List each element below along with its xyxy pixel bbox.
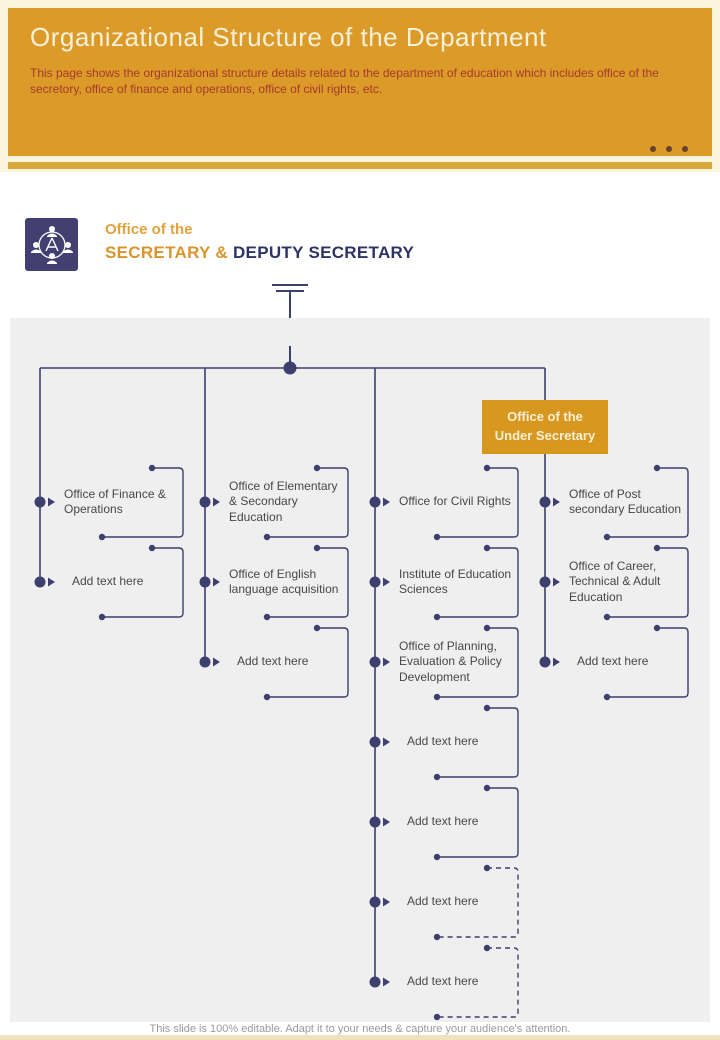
org-item-label: Add text here [72, 574, 144, 589]
bottom-accent-strip [0, 1035, 720, 1040]
top-connector-line [289, 292, 291, 319]
org-people-icon [25, 218, 78, 271]
dot-icon [682, 146, 688, 152]
deputy-secretary-label: DEPUTY SECRETARY [232, 243, 415, 262]
org-item-label: Add text here [407, 894, 479, 909]
org-chart-connectors [34, 346, 689, 1021]
secretary-heading-line2: SECRETARY & DEPUTY SECRETARY [105, 243, 414, 263]
dot-icon [650, 146, 656, 152]
secretary-heading-line1: Office of the [105, 221, 193, 238]
under-secretary-line2: Under Secretary [494, 428, 596, 443]
footer-note: This slide is 100% editable. Adapt it to… [149, 1023, 571, 1035]
under-secretary-line1: Office of the [507, 409, 583, 425]
org-item-label: Add text here [407, 974, 479, 989]
header-band: Organizational Structure of the Departme… [8, 8, 712, 156]
org-item-label: Office of Elementary & Secondary Educati… [229, 478, 338, 524]
page-subtitle: This page shows the organizational struc… [30, 66, 659, 96]
under-secretary-box: Office of the Under Secretary [482, 400, 608, 454]
org-item-label: Office of Planning, Evaluation & Policy … [399, 638, 502, 684]
gold-divider-strip [8, 162, 712, 169]
top-connector-bar [272, 284, 308, 286]
org-item-label: Office of Post secondary Education [569, 486, 682, 516]
org-chart-area: Office of the Under Secretary Office of … [10, 318, 710, 1022]
org-item-label: Office of Career, Technical & Adult Educ… [569, 558, 661, 604]
org-item-label: Institute of Education Sciences [399, 566, 512, 596]
top-connector-bar [276, 290, 304, 292]
org-item-label: Add text here [237, 654, 309, 669]
org-item-label: Office for Civil Rights [399, 494, 511, 509]
secretary-label: SECRETARY & [105, 243, 233, 262]
ellipsis-dots-icon [650, 146, 688, 152]
org-item-label: Add text here [407, 814, 479, 829]
org-item-label: Add text here [577, 654, 649, 669]
org-item-label: Add text here [407, 734, 479, 749]
org-item-label: Office of English language acquisition [229, 566, 339, 596]
page-title: Organizational Structure of the Departme… [30, 22, 547, 52]
dot-icon [666, 146, 672, 152]
org-item-label: Office of Finance & Operations [64, 486, 166, 516]
